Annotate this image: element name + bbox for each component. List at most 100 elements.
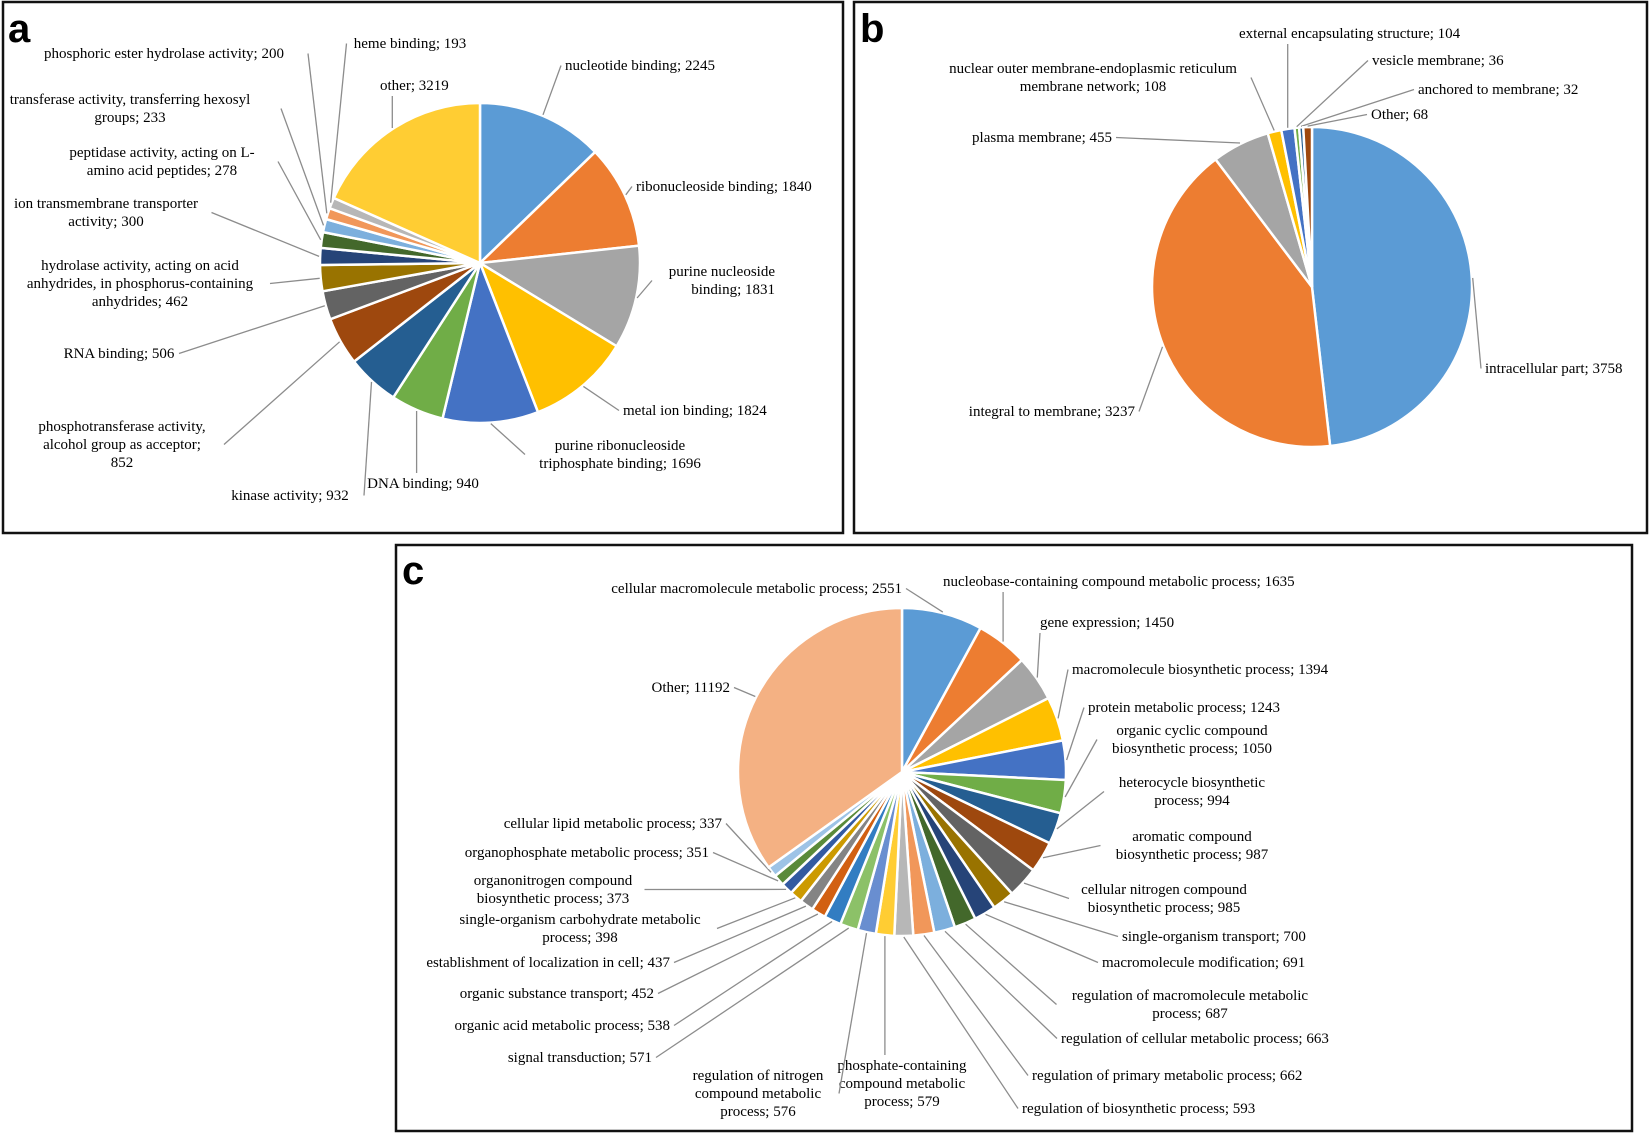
pie-a-leader-3 [583, 385, 620, 412]
pie-chart-c: cellular macromolecule metabolic process… [426, 574, 1329, 1120]
pie-c-label-25: Other; 11192 [652, 680, 730, 696]
pie-a-leader-9 [269, 277, 320, 285]
pie-c-leader-13 [923, 935, 1029, 1076]
pie-c-slice-25 [736, 606, 904, 870]
pie-b-label-3: nuclear outer membrane-endoplasmic retic… [949, 61, 1237, 95]
pie-a-leader-1 [625, 186, 633, 196]
pie-c-label-18: organic acid metabolic process; 538 [455, 1018, 671, 1034]
pie-c-label-13: regulation of primary metabolic process;… [1032, 1068, 1302, 1084]
pie-c-leader-14 [903, 936, 1019, 1109]
panel-a-letter: a [8, 7, 31, 51]
pie-b-leader-3 [1250, 77, 1275, 131]
pie-b-leader-0 [1472, 277, 1482, 369]
pie-c-label-24: cellular lipid metabolic process; 337 [504, 816, 723, 832]
pie-c-leader-11 [965, 923, 1057, 1005]
pie-c-label-3: macromolecule biosynthetic process; 1394 [1072, 662, 1329, 678]
pie-b-leader-6 [1300, 88, 1415, 128]
pie-c-leader-5 [1064, 739, 1098, 798]
pie-c-leader-25 [733, 686, 756, 698]
pie-a-label-0: nucleotide binding; 2245 [565, 58, 715, 74]
pie-chart-a: nucleotide binding; 2245 ribonucleoside b… [10, 36, 812, 504]
pie-c-label-12: regulation of cellular metabolic process… [1061, 1031, 1329, 1047]
pie-a-label-1: ribonucleoside binding; 1840 [636, 179, 812, 195]
pie-b-label-4: external encapsulating structure; 104 [1239, 26, 1461, 42]
pie-b-label-0: intracellular part; 3758 [1485, 361, 1622, 377]
pie-c-label-20: establishment of localization in cell; 4… [426, 955, 670, 971]
pie-a-label-5: DNA binding; 940 [367, 476, 479, 492]
pie-b-label-1: integral to membrane; 3237 [969, 404, 1136, 420]
pie-chart-b: intracellular part; 3758 integral to memb… [949, 26, 1622, 449]
pie-a-leader-6 [363, 381, 373, 496]
pie-a-leader-8 [178, 305, 326, 355]
pie-a-label-11: peptidase activity, acting on L-amino ac… [69, 145, 254, 179]
pie-b-slice-1 [1150, 157, 1332, 449]
pie-a-leader-12 [280, 108, 325, 226]
pie-b-label-6: anchored to membrane; 32 [1418, 82, 1578, 98]
pie-c-leader-4 [1065, 707, 1085, 761]
pie-b-slice-0 [1310, 125, 1474, 448]
pie-b-label-2: plasma membrane; 455 [972, 130, 1112, 146]
pie-c-label-9: single-organism transport; 700 [1122, 929, 1306, 945]
pie-c-leader-20 [673, 905, 807, 964]
pie-c-leader-2 [1036, 632, 1041, 678]
pie-c-leader-19 [657, 913, 819, 995]
panel-c-frame [394, 543, 1634, 1133]
pie-c-label-0: cellular macromolecule metabolic process… [611, 581, 902, 597]
pie-c-label-10: macromolecule modification; 691 [1102, 955, 1305, 971]
pie-a-leader-14 [330, 43, 348, 203]
pie-b-label-5: vesicle membrane; 36 [1372, 53, 1504, 69]
pie-a-leader-13 [307, 53, 328, 214]
pie-c-leader-8 [1023, 882, 1070, 900]
pie-c-label-23: organophosphate metabolic process; 351 [465, 845, 709, 861]
pie-a-slice-4 [441, 258, 540, 425]
pie-b-leader-2 [1115, 136, 1241, 144]
pie-c-label-2: gene expression; 1450 [1040, 615, 1174, 631]
pie-a-label-14: heme binding; 193 [354, 36, 467, 52]
pie-c-leader-9 [1003, 901, 1119, 938]
pie-a-slice-3 [477, 260, 619, 414]
pie-a-leader-11 [277, 161, 322, 241]
pie-a-label-8: RNA binding; 506 [64, 346, 175, 362]
pie-c-leader-10 [985, 913, 1099, 964]
pie-a-slice-1 [476, 150, 641, 265]
pie-a-leader-4 [490, 423, 526, 455]
pie-b-leader-7 [1307, 113, 1368, 127]
panel-b-frame [852, 0, 1649, 535]
pie-a-label-7: phosphotransferase activity,alcohol grou… [38, 419, 205, 471]
pie-b-slice-7 [1301, 125, 1314, 288]
pie-c-leader-6 [1056, 790, 1105, 830]
pie-a-label-3: metal ion binding; 1824 [623, 403, 767, 419]
pie-a-slice-2 [476, 244, 642, 348]
pie-b-leader-5 [1296, 60, 1369, 128]
pie-c-label-1: nucleobase-containing compound metabolic… [943, 574, 1295, 590]
pie-a-label-12: transferase activity, transferring hexos… [10, 92, 251, 126]
pie-c-leader-24 [725, 823, 772, 873]
pie-c-label-17: signal transduction; 571 [508, 1050, 652, 1066]
pie-c-leader-7 [1042, 844, 1101, 859]
pie-a-label-15: other; 3219 [380, 78, 449, 94]
pie-c-label-19: organic substance transport; 452 [460, 986, 654, 1002]
panel-c-letter: c [402, 549, 424, 593]
pie-a-leader-10 [211, 211, 320, 258]
pie-c-leader-23 [712, 851, 779, 882]
pie-a-label-13: phosphoric ester hydrolase activity; 200 [44, 46, 284, 62]
pie-c-label-4: protein metabolic process; 1243 [1088, 700, 1280, 716]
pie-charts: nucleotide binding; 2245 ribonucleoside b… [10, 26, 1623, 1120]
panel-b-letter: b [860, 7, 884, 51]
pie-a-label-6: kinase activity; 932 [231, 488, 348, 504]
pie-c-leader-18 [673, 920, 833, 1027]
pie-c-leader-12 [944, 930, 1058, 1039]
pie-a-slice-15 [332, 101, 482, 265]
